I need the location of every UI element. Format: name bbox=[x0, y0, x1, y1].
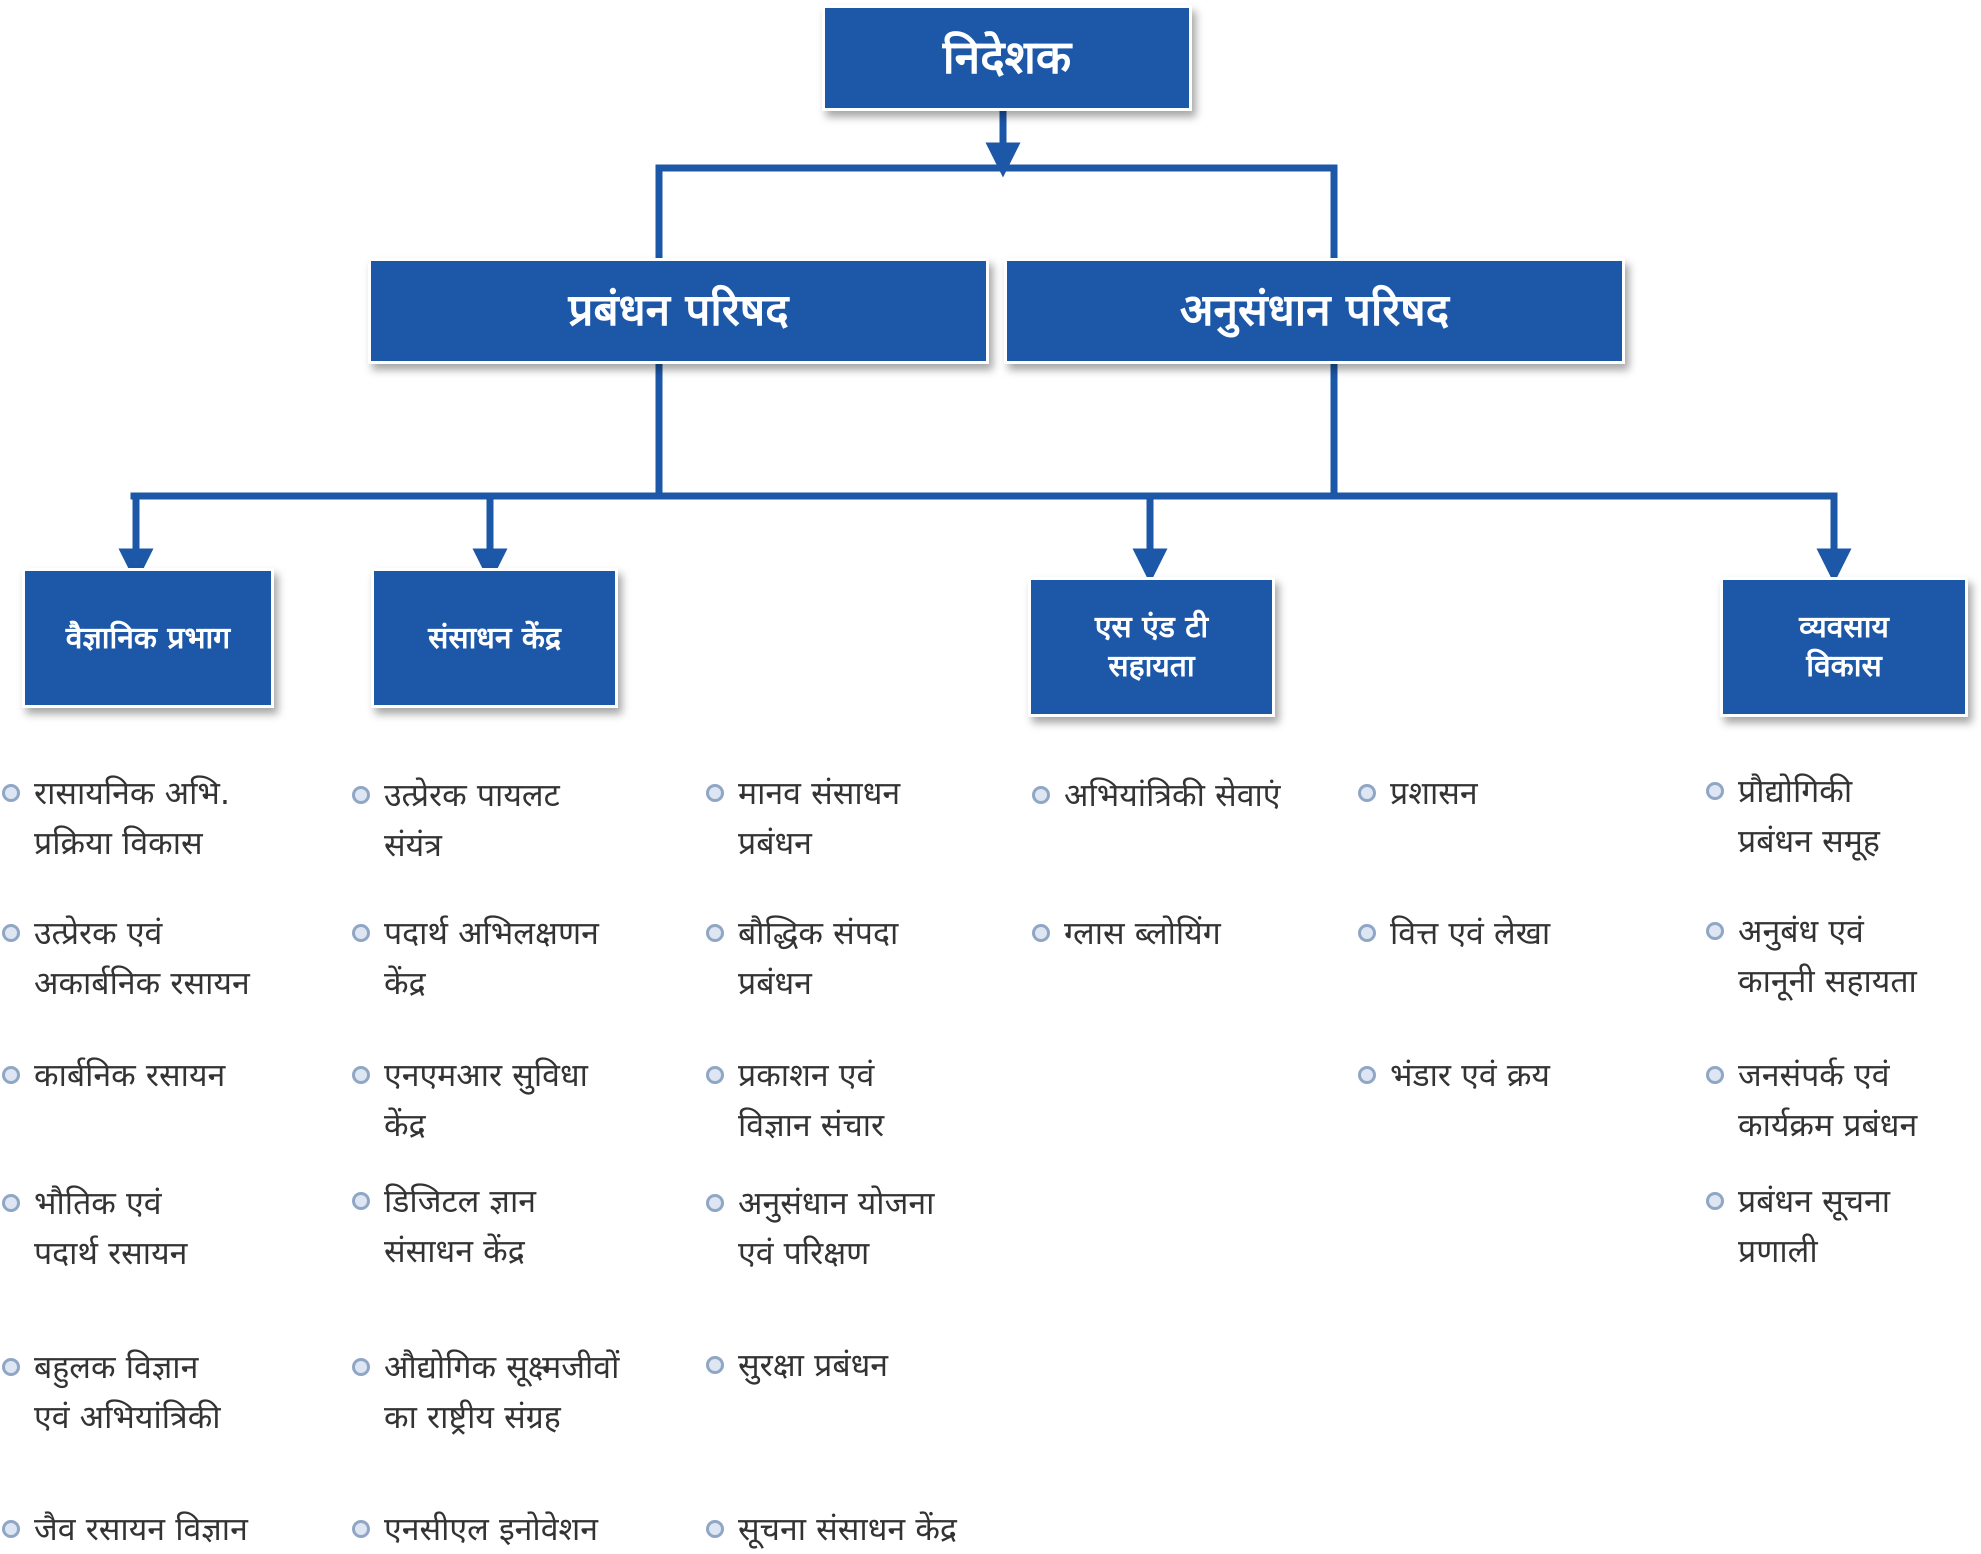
list-item: प्रशासन bbox=[1358, 768, 1478, 818]
scientific-division-title: वैज्ञानिक प्रभाग bbox=[65, 620, 231, 656]
bullet-icon bbox=[706, 1194, 724, 1212]
list-item: उत्प्रेरक पायलट संयंत्र bbox=[352, 770, 560, 870]
list-item: ग्लास ब्लोयिंग bbox=[1032, 908, 1221, 958]
bullet-icon bbox=[352, 1192, 370, 1210]
scientific-division-box[interactable]: वैज्ञानिक प्रभाग bbox=[22, 568, 274, 708]
business-development-box[interactable]: व्यवसाय विकास bbox=[1720, 577, 1968, 717]
list-item: प्रौद्योगिकी प्रबंधन समूह bbox=[1706, 766, 1880, 866]
bullet-icon bbox=[1358, 784, 1376, 802]
bullet-icon bbox=[2, 784, 20, 802]
st-support-title: एस एंड टी सहायता bbox=[1094, 610, 1209, 684]
list-item: बौद्धिक संपदा प्रबंधन bbox=[706, 908, 898, 1008]
bullet-icon bbox=[2, 1194, 20, 1212]
bullet-icon bbox=[1358, 1066, 1376, 1084]
list-item: अभियांत्रिकी सेवाएं bbox=[1032, 770, 1280, 820]
bullet-icon bbox=[706, 1356, 724, 1374]
bullet-icon bbox=[2, 1066, 20, 1084]
list-item: कार्बनिक रसायन bbox=[2, 1050, 225, 1100]
management-council-box[interactable]: प्रबंधन परिषद bbox=[368, 258, 989, 364]
list-item: औद्योगिक सूक्ष्मजीवों का राष्ट्रीय संग्र… bbox=[352, 1342, 619, 1442]
list-item: अनुबंध एवं कानूनी सहायता bbox=[1706, 906, 1917, 1006]
list-item: जनसंपर्क एवं कार्यक्रम प्रबंधन bbox=[1706, 1050, 1917, 1150]
bullet-icon bbox=[1706, 782, 1724, 800]
resource-centre-title: संसाधन केंद्र bbox=[428, 620, 561, 656]
bullet-icon bbox=[352, 786, 370, 804]
list-item: एनएमआर सुविधा केंद्र bbox=[352, 1050, 588, 1150]
bullet-icon bbox=[352, 1358, 370, 1376]
research-council-title: अनुसंधान परिषद bbox=[1179, 285, 1450, 337]
list-item: पदार्थ अभिलक्षणन केंद्र bbox=[352, 908, 599, 1008]
bullet-icon bbox=[352, 1066, 370, 1084]
list-item: बहुलक विज्ञान एवं अभियांत्रिकी bbox=[2, 1342, 221, 1442]
bullet-icon bbox=[2, 1520, 20, 1538]
bullet-icon bbox=[1706, 922, 1724, 940]
list-item: भंडार एवं क्रय bbox=[1358, 1050, 1550, 1100]
bullet-icon bbox=[352, 1520, 370, 1538]
list-item: वित्त एवं लेखा bbox=[1358, 908, 1550, 958]
bullet-icon bbox=[352, 924, 370, 942]
list-item: रासायनिक अभि. प्रक्रिया विकास bbox=[2, 768, 230, 868]
list-item: मानव संसाधन प्रबंधन bbox=[706, 768, 900, 868]
list-item: प्रबंधन सूचना प्रणाली bbox=[1706, 1176, 1890, 1276]
list-item: भौतिक एवं पदार्थ रसायन bbox=[2, 1178, 187, 1278]
bullet-icon bbox=[1032, 786, 1050, 804]
list-item: डिजिटल ज्ञान संसाधन केंद्र bbox=[352, 1176, 536, 1276]
bullet-icon bbox=[1706, 1192, 1724, 1210]
bullet-icon bbox=[2, 1358, 20, 1376]
bullet-icon bbox=[706, 1066, 724, 1084]
bullet-icon bbox=[1358, 924, 1376, 942]
bullet-icon bbox=[706, 784, 724, 802]
list-item: प्रकाशन एवं विज्ञान संचार bbox=[706, 1050, 884, 1150]
business-development-title: व्यवसाय विकास bbox=[1799, 610, 1889, 684]
list-item: उत्प्रेरक एवं अकार्बनिक रसायन bbox=[2, 908, 250, 1008]
list-item: सुरक्षा प्रबंधन bbox=[706, 1340, 888, 1390]
list-item: सूचना संसाधन केंद्र bbox=[706, 1504, 957, 1554]
list-item: अनुसंधान योजना एवं परिक्षण bbox=[706, 1178, 934, 1278]
bullet-icon bbox=[706, 1520, 724, 1538]
director-box[interactable]: निदेशक bbox=[822, 5, 1192, 111]
bullet-icon bbox=[2, 924, 20, 942]
bullet-icon bbox=[1032, 924, 1050, 942]
list-item: जैव रसायन विज्ञान bbox=[2, 1504, 248, 1554]
research-council-box[interactable]: अनुसंधान परिषद bbox=[1004, 258, 1625, 364]
bullet-icon bbox=[706, 924, 724, 942]
list-item: एनसीएल इनोवेशन bbox=[352, 1504, 598, 1554]
management-council-title: प्रबंधन परिषद bbox=[568, 285, 789, 337]
director-title: निदेशक bbox=[942, 30, 1072, 85]
bullet-icon bbox=[1706, 1066, 1724, 1084]
st-support-box[interactable]: एस एंड टी सहायता bbox=[1028, 577, 1275, 717]
resource-centre-box[interactable]: संसाधन केंद्र bbox=[371, 568, 618, 708]
